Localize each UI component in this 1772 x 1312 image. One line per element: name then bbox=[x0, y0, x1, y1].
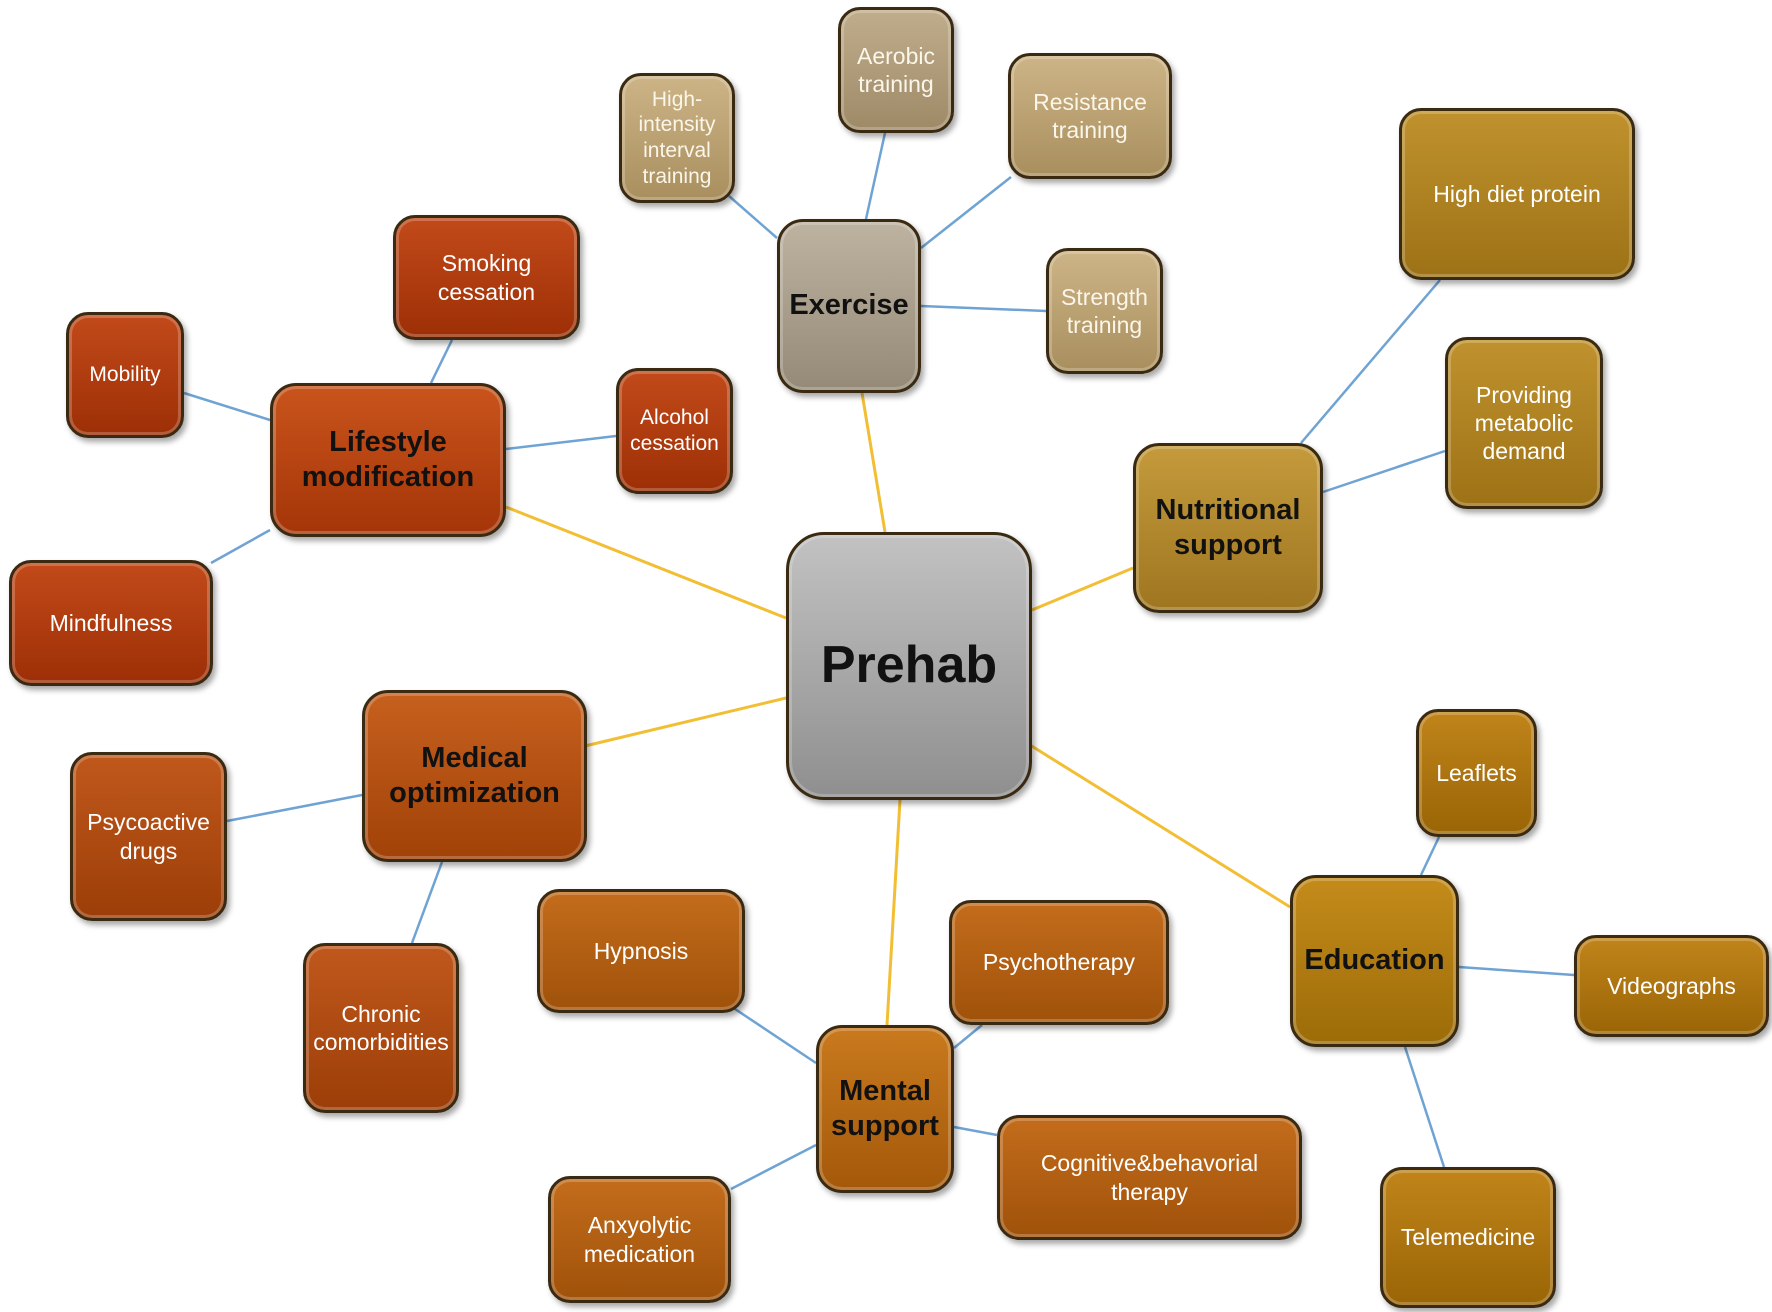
hiit-node: High- intensity interval training bbox=[619, 73, 735, 203]
education-node: Education bbox=[1290, 875, 1459, 1047]
anxyolytic-medication-node: Anxyolytic medication bbox=[548, 1176, 731, 1303]
strength-node: Strength training bbox=[1046, 248, 1163, 374]
link-lifestyle-mindfulness bbox=[210, 528, 271, 565]
link-prehab-exercise bbox=[860, 392, 887, 533]
link-prehab-medical bbox=[584, 696, 787, 748]
link-nutritional-protein bbox=[1300, 279, 1441, 444]
mobility-node: Mobility bbox=[66, 312, 184, 438]
smoking-cessation-node: Smoking cessation bbox=[393, 215, 580, 340]
link-exercise-strength bbox=[920, 304, 1047, 313]
link-education-telemedicine bbox=[1403, 1046, 1446, 1168]
metabolic-demand-node: Providing metabolic demand bbox=[1445, 337, 1603, 509]
link-nutritional-metabolic bbox=[1322, 449, 1446, 494]
link-exercise-hiit bbox=[728, 195, 778, 239]
aerobic-node: Aerobic training bbox=[838, 7, 954, 133]
resistance-node: Resistance training bbox=[1008, 53, 1172, 179]
exercise-node: Exercise bbox=[777, 219, 921, 393]
chronic-comorbidities-node: Chronic comorbidities bbox=[303, 943, 459, 1113]
link-lifestyle-smoking bbox=[429, 339, 454, 384]
cbt-node: Cognitive&behavorial therapy bbox=[997, 1115, 1302, 1240]
link-prehab-education bbox=[1029, 743, 1291, 909]
alcohol-cessation-node: Alcohol cessation bbox=[616, 368, 733, 494]
link-prehab-lifestyle bbox=[505, 505, 787, 620]
link-education-videographs bbox=[1458, 965, 1575, 977]
link-exercise-aerobic bbox=[864, 132, 887, 220]
leaflets-node: Leaflets bbox=[1416, 709, 1537, 837]
psycoactive-drugs-node: Psycoactive drugs bbox=[70, 752, 227, 921]
videographs-node: Videographs bbox=[1574, 935, 1769, 1037]
nutritional-support-node: Nutritional support bbox=[1133, 443, 1323, 613]
mindfulness-node: Mindfulness bbox=[9, 560, 213, 686]
link-lifestyle-alcohol bbox=[505, 434, 617, 451]
telemedicine-node: Telemedicine bbox=[1380, 1167, 1556, 1308]
link-lifestyle-mobility bbox=[183, 391, 271, 422]
link-education-leaflets bbox=[1419, 836, 1441, 876]
link-prehab-mental bbox=[885, 799, 902, 1026]
prehab-node: Prehab bbox=[786, 532, 1032, 800]
medical-optimization-node: Medical optimization bbox=[362, 690, 587, 862]
link-mental-psychotherapy bbox=[953, 1024, 983, 1049]
link-mental-anxyolytic bbox=[730, 1143, 817, 1191]
link-mental-hypnosis bbox=[734, 1007, 817, 1065]
link-medical-psycoactive bbox=[226, 793, 363, 823]
link-exercise-resistance bbox=[920, 176, 1012, 249]
hypnosis-node: Hypnosis bbox=[537, 889, 745, 1013]
mental-support-node: Mental support bbox=[816, 1025, 954, 1193]
link-medical-chronic bbox=[410, 861, 444, 944]
link-mental-cbt bbox=[953, 1125, 998, 1137]
high-diet-protein-node: High diet protein bbox=[1399, 108, 1635, 280]
lifestyle-modification-node: Lifestyle modification bbox=[270, 383, 506, 537]
psychotherapy-node: Psychotherapy bbox=[949, 900, 1169, 1025]
link-prehab-nutritional bbox=[1031, 566, 1134, 612]
